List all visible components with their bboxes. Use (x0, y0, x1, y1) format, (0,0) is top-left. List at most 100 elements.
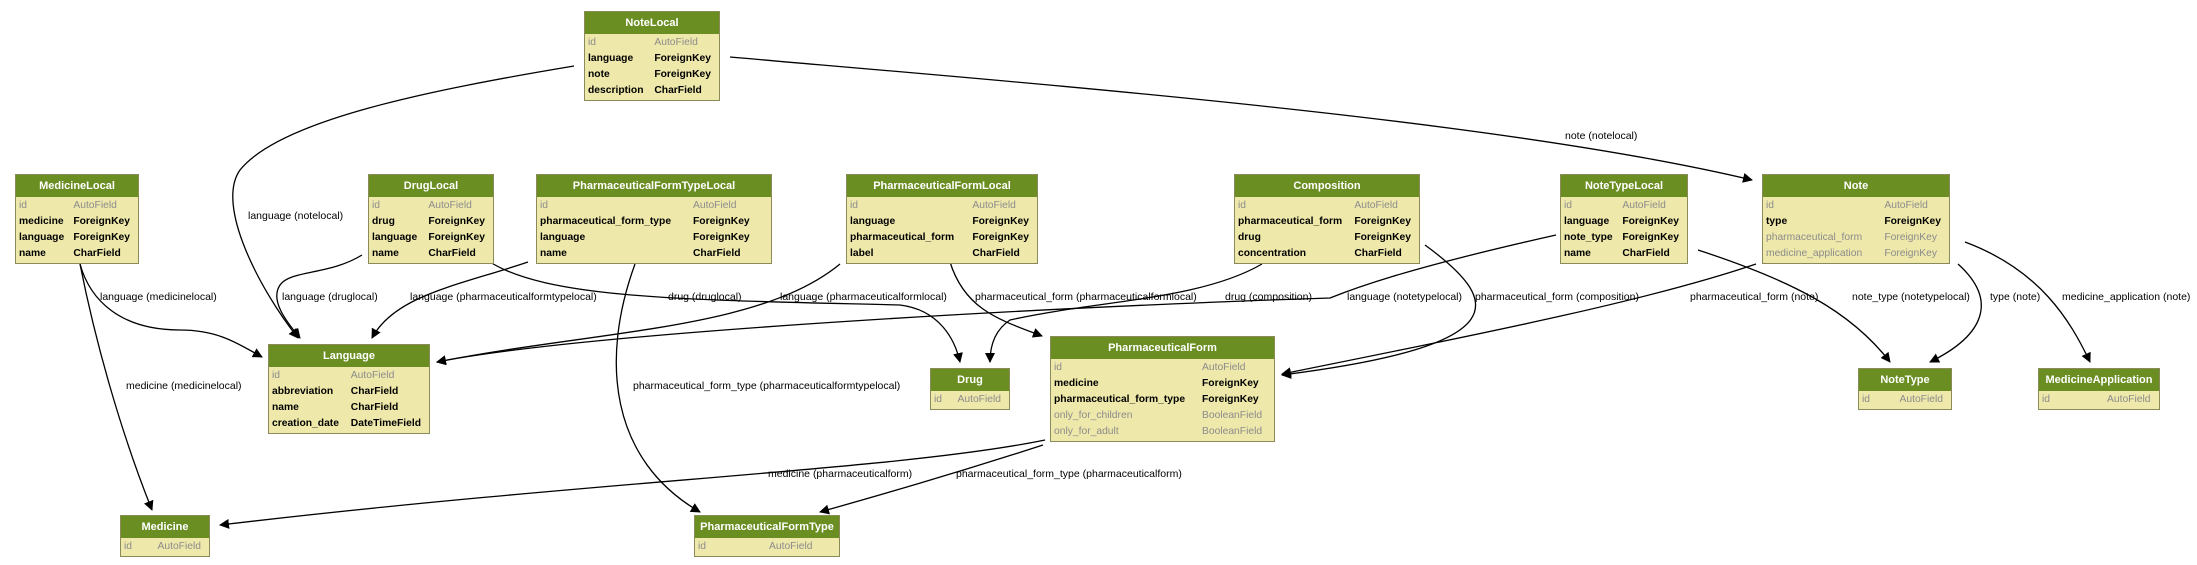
field-name: id (19, 200, 28, 211)
field-name: description (588, 85, 644, 96)
field-type: ForeignKey (1884, 232, 1937, 243)
relation-label-composition-drug: drug (composition) (1225, 291, 1312, 303)
field-name: name (1564, 248, 1591, 259)
field-type: ForeignKey (428, 216, 485, 227)
field-name: id (1766, 200, 1775, 211)
relation-edge-note-pf (1281, 263, 1757, 378)
relation-edge-ntl-language (436, 234, 1557, 366)
field-name: medicine_application (1766, 248, 1863, 259)
model-title: MedicineLocal (16, 175, 138, 197)
field-name: name (372, 248, 399, 259)
field-name: id (1054, 362, 1063, 373)
field-name: id (698, 541, 707, 552)
field-name: note (588, 69, 610, 80)
relation-label-note-pf: pharmaceutical_form (note) (1690, 291, 1818, 303)
relation-edge-composition-drug (985, 263, 1263, 363)
relation-label-notelocal-language: language (notelocal) (248, 210, 343, 222)
field-type: ForeignKey (693, 216, 750, 227)
field-type: AutoField (1354, 200, 1398, 211)
relation-label-ntl-notetype: note_type (notetypelocal) (1852, 291, 1970, 303)
field-name: drug (372, 216, 395, 227)
field-name: id (850, 200, 859, 211)
field-type: AutoField (157, 541, 201, 552)
field-row: name CharField (272, 400, 426, 416)
field-type: AutoField (73, 200, 117, 211)
field-type: AutoField (1884, 200, 1928, 211)
field-name: only_for_children (1054, 410, 1133, 421)
field-type: AutoField (1202, 362, 1246, 373)
field-type: ForeignKey (73, 216, 130, 227)
field-name: id (2042, 394, 2051, 405)
field-name: language (1564, 216, 1610, 227)
field-name: only_for_adult (1054, 426, 1119, 437)
field-row: id AutoField (1862, 392, 1948, 408)
field-name: pharmaceutical_form (1766, 232, 1863, 243)
field-name: id (1862, 394, 1871, 405)
relation-edge-ntl-notetype (1697, 249, 1891, 363)
field-type: AutoField (957, 394, 1001, 405)
field-name: type (1766, 216, 1788, 227)
field-name: pharmaceutical_form (850, 232, 955, 243)
model-notetype: NoteType id AutoField (1858, 368, 1952, 410)
field-name: pharmaceutical_form_type (1054, 394, 1186, 405)
relation-label-medicinelocal-medicine: medicine (medicinelocal) (126, 380, 242, 392)
field-name: language (588, 53, 634, 64)
field-name: name (19, 248, 46, 259)
field-type: AutoField (769, 541, 813, 552)
field-type: AutoField (2107, 394, 2151, 405)
field-type: ForeignKey (1884, 216, 1941, 227)
model-title: NoteTypeLocal (1561, 175, 1687, 197)
field-row: id AutoField (850, 198, 1034, 214)
field-row: pharmaceutical_form ForeignKey (1766, 230, 1946, 246)
field-type: AutoField (428, 200, 472, 211)
field-name: language (540, 232, 586, 243)
field-type: AutoField (1899, 394, 1943, 405)
field-type: ForeignKey (1622, 216, 1679, 227)
field-type: CharField (350, 402, 399, 413)
field-type: ForeignKey (1202, 378, 1259, 389)
field-type: AutoField (693, 200, 737, 211)
field-name: id (124, 541, 133, 552)
model-title: NoteType (1859, 369, 1951, 391)
field-table: id AutoField (124, 539, 206, 555)
field-name: id (1564, 200, 1573, 211)
field-name: id (588, 37, 597, 48)
field-type: ForeignKey (428, 232, 485, 243)
field-type: BooleanField (1202, 426, 1263, 437)
model-title: NoteLocal (585, 12, 719, 34)
field-type: ForeignKey (1354, 232, 1411, 243)
field-type: DateTimeField (350, 418, 421, 429)
field-type: ForeignKey (1354, 216, 1411, 227)
relation-label-pf-pft: pharmaceutical_form_type (pharmaceutical… (956, 468, 1182, 480)
relation-edge-pfl-language (436, 263, 841, 366)
field-name: pharmaceutical_form_type (540, 216, 672, 227)
field-type: AutoField (972, 200, 1016, 211)
relation-edge-notelocal-note (729, 56, 1753, 183)
field-type: AutoField (350, 370, 395, 381)
model-title: MedicineApplication (2039, 369, 2159, 391)
field-type: AutoField (1622, 200, 1666, 211)
field-name: name (272, 402, 299, 413)
model-medicineapplication: MedicineApplication id AutoField (2038, 368, 2160, 410)
field-type: ForeignKey (1622, 232, 1679, 243)
